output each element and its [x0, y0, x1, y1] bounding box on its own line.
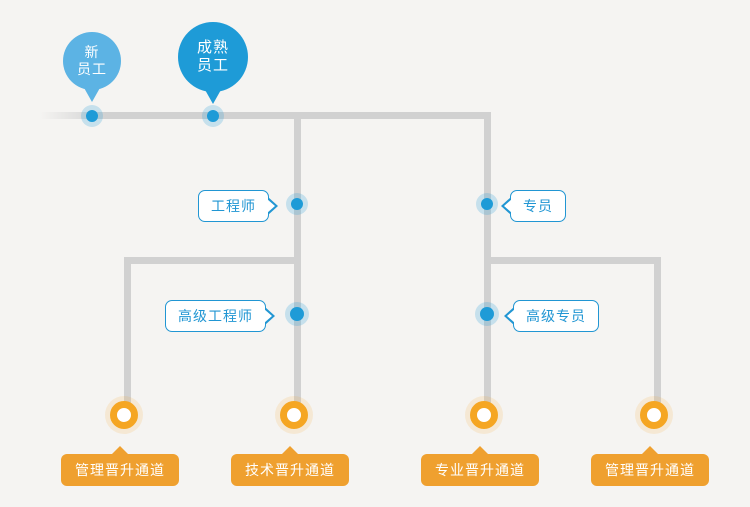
role-label-senior-specialist-text: 高级专员 [526, 308, 586, 324]
endpoint-ring-management-left[interactable] [110, 401, 138, 429]
endpoint-ring-technical[interactable] [280, 401, 308, 429]
role-label-senior-engineer-text: 高级工程师 [178, 308, 253, 324]
channel-chip-technical-text: 技术晋升通道 [245, 462, 335, 478]
channel-chip-professional[interactable]: 专业晋升通道 [421, 454, 539, 486]
role-label-engineer-text: 工程师 [211, 198, 256, 214]
channel-chip-management-left-text: 管理晋升通道 [75, 462, 165, 478]
callout-tail-inner-icon [264, 309, 272, 323]
stage-pin-mature-employee-label: 成熟 员工 [178, 39, 248, 74]
node-dot-engineer[interactable] [291, 198, 303, 210]
node-dot-senior-engineer[interactable] [290, 307, 304, 321]
pin-label-line2: 员工 [196, 57, 229, 74]
connector-horizontal-right [484, 257, 661, 264]
stage-pin-new-employee-label: 新 员工 [63, 44, 121, 77]
pin-label-line1: 新 [84, 44, 100, 61]
role-label-engineer[interactable]: 工程师 [198, 190, 278, 222]
stage-pin-mature-employee[interactable]: 成熟 员工 [178, 22, 248, 92]
channel-chip-professional-text: 专业晋升通道 [435, 462, 525, 478]
connector-vertical-management-left [124, 257, 131, 422]
stage-pin-new-employee[interactable]: 新 员工 [63, 32, 121, 90]
node-dot-senior-specialist[interactable] [480, 307, 494, 321]
role-label-specialist-text: 专员 [523, 198, 553, 214]
connector-vertical-professional [484, 112, 491, 422]
channel-chip-management-right-text: 管理晋升通道 [605, 462, 695, 478]
pin-label-line2: 员工 [77, 61, 107, 77]
role-label-specialist[interactable]: 专员 [501, 190, 566, 222]
connector-horizontal-left [124, 257, 301, 264]
channel-chip-management-left[interactable]: 管理晋升通道 [61, 454, 179, 486]
endpoint-ring-management-right[interactable] [640, 401, 668, 429]
callout-tail-inner-icon [504, 199, 512, 213]
node-dot-new-employee[interactable] [86, 110, 98, 122]
callout-tail-inner-icon [507, 309, 515, 323]
callout-tail-inner-icon [267, 199, 275, 213]
channel-chip-technical[interactable]: 技术晋升通道 [231, 454, 349, 486]
role-label-senior-engineer[interactable]: 高级工程师 [165, 300, 275, 332]
timeline-track [0, 112, 490, 119]
node-dot-specialist[interactable] [481, 198, 493, 210]
role-label-senior-specialist[interactable]: 高级专员 [504, 300, 599, 332]
connector-vertical-management-right [654, 257, 661, 422]
pin-label-line1: 成熟 [196, 39, 229, 57]
connector-vertical-technical [294, 112, 301, 422]
node-dot-mature-employee[interactable] [207, 110, 219, 122]
endpoint-ring-professional[interactable] [470, 401, 498, 429]
channel-chip-management-right[interactable]: 管理晋升通道 [591, 454, 709, 486]
